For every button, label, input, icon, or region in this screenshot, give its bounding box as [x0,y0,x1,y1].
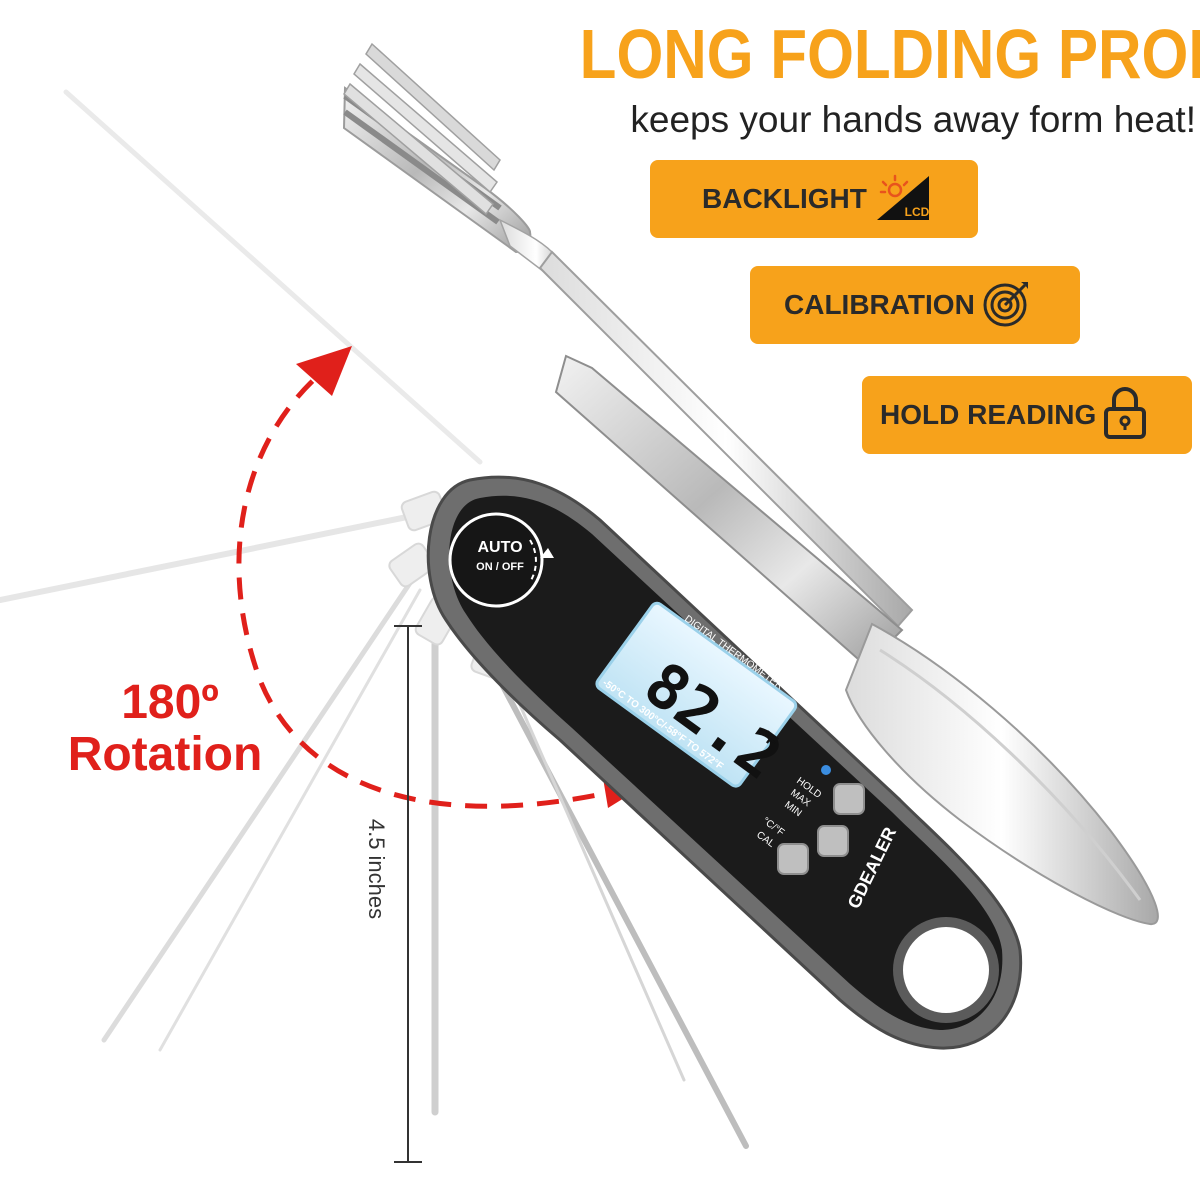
feature-label-calibration: CALIBRATION [784,289,975,320]
headline: LONG FOLDING PROBE [579,15,1200,93]
rotation-arc [236,355,639,809]
rotation-degrees: 180º [121,676,219,729]
max-min-button[interactable] [817,825,849,857]
unit-cal-button[interactable] [777,843,809,875]
feature-label-backlight: BACKLIGHT [702,183,867,214]
measurement-bracket [394,625,422,1163]
subheadline: keeps your hands away form heat! [630,99,1196,140]
power-button-label-onoff: ON / OFF [476,561,524,573]
rotation-arrow-top [296,346,352,396]
power-button-label-auto: AUTO [477,539,522,556]
rotation-label: Rotation [67,728,263,781]
padlock-icon [1102,385,1148,446]
knife [554,354,1159,926]
backlight-lcd-icon: LCD [873,172,933,227]
fork [342,42,914,628]
feature-badge-calibration: CALIBRATION [750,266,1080,344]
hold-button[interactable] [833,783,865,815]
probe-length-text: 4.5 inches [364,818,389,920]
lcd-icon-text: LCD [905,205,930,219]
feature-label-hold-reading: HOLD READING [880,399,1097,430]
feature-badge-hold-reading: HOLD READING [862,376,1192,454]
backlight-indicator-icon [821,765,831,775]
power-button[interactable] [448,512,544,608]
lcd-screen [595,601,798,788]
probe-ghost-positions [0,89,749,1149]
thermometer [426,475,1023,1050]
target-icon [981,278,1031,333]
feature-badge-backlight: BACKLIGHT LCD [650,160,978,238]
